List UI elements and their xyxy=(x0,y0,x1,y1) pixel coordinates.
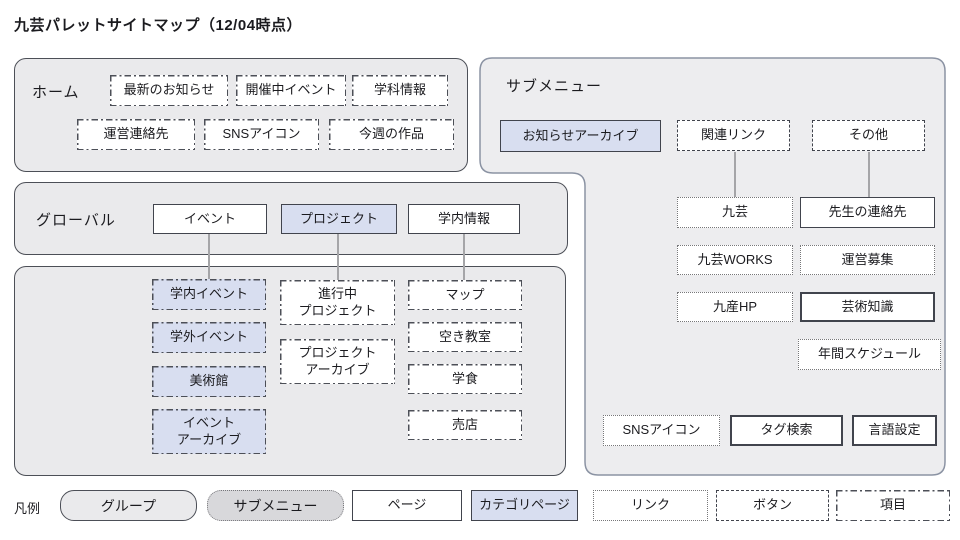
legend-category-page: カテゴリページ xyxy=(471,490,578,521)
legend-link: リンク xyxy=(593,490,708,521)
node-open-classrooms: 空き教室 xyxy=(408,322,522,352)
connector-related-links xyxy=(734,152,736,198)
connector-events xyxy=(208,234,210,280)
node-others-button: その他 xyxy=(812,120,925,151)
legend-page: ページ xyxy=(352,490,462,521)
connector-campus-info xyxy=(463,234,465,281)
node-shop: 売店 xyxy=(408,410,522,440)
node-teacher-contacts: 先生の連絡先 xyxy=(800,197,935,228)
home-group-label: ホーム xyxy=(32,84,80,101)
node-event-archive: イベント アーカイブ xyxy=(152,409,266,454)
node-annual-schedule-link: 年間スケジュール xyxy=(798,339,941,370)
node-on-campus-events: 学内イベント xyxy=(152,279,266,310)
legend-button: ボタン xyxy=(716,490,829,521)
legend-submenu: サブメニュー xyxy=(207,490,344,521)
node-campus-info-page: 学内情報 xyxy=(408,204,520,234)
node-admin-contact: 運営連絡先 xyxy=(77,119,195,150)
node-kyugei-works-link: 九芸WORKS xyxy=(677,245,793,275)
node-art-knowledge: 芸術知識 xyxy=(800,292,935,322)
submenu-group-label: サブメニュー xyxy=(506,78,603,95)
page-title: 九芸パレットサイトマップ（12/04時点） xyxy=(14,17,303,34)
node-museum: 美術館 xyxy=(152,366,266,397)
node-project-archive: プロジェクト アーカイブ xyxy=(280,339,395,384)
node-ongoing-projects: 進行中 プロジェクト xyxy=(280,280,395,325)
node-map: マップ xyxy=(408,280,522,310)
node-weekly-works: 今週の作品 xyxy=(329,119,454,150)
node-latest-news: 最新のお知らせ xyxy=(110,75,228,106)
node-sns-icons-link: SNSアイコン xyxy=(603,415,720,446)
node-department-info: 学科情報 xyxy=(352,75,448,106)
node-projects-category: プロジェクト xyxy=(281,204,397,234)
node-off-campus-events: 学外イベント xyxy=(152,322,266,353)
node-related-links-button: 関連リンク xyxy=(677,120,790,151)
node-kyugei-link: 九芸 xyxy=(677,197,793,228)
connector-others xyxy=(868,152,870,198)
legend-item: 項目 xyxy=(836,490,950,521)
node-ongoing-events: 開催中イベント xyxy=(236,75,346,106)
node-tag-search: タグ検索 xyxy=(730,415,843,446)
legend-label: 凡例 xyxy=(14,501,41,516)
node-cafeteria: 学食 xyxy=(408,364,522,394)
node-events-page: イベント xyxy=(153,204,267,234)
connector-projects xyxy=(337,234,339,281)
global-group-label: グローバル xyxy=(36,212,116,229)
node-sns-icons: SNSアイコン xyxy=(204,119,319,150)
node-kyusan-hp-link: 九産HP xyxy=(677,292,793,322)
node-language-settings: 言語設定 xyxy=(852,415,937,446)
node-news-archive: お知らせアーカイブ xyxy=(500,120,661,152)
legend-group: グループ xyxy=(60,490,197,521)
node-staff-recruit-link: 運営募集 xyxy=(800,245,935,275)
